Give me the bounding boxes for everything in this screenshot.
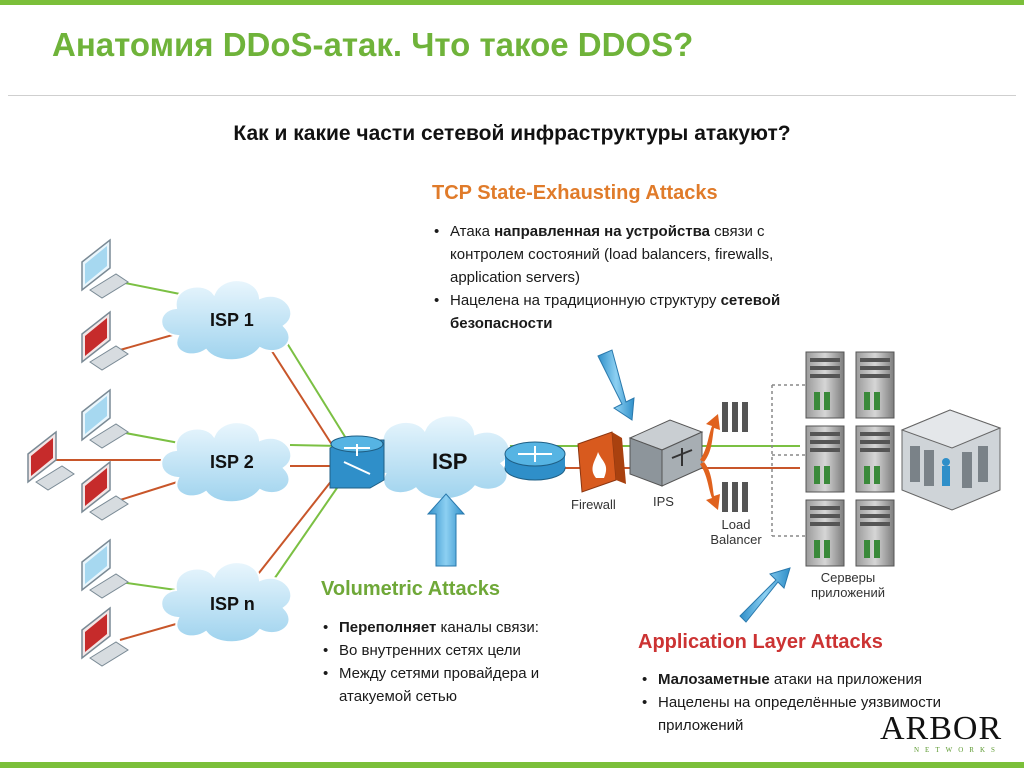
server-icons bbox=[805, 351, 895, 567]
server-icon bbox=[855, 351, 895, 419]
computer-icon bbox=[81, 389, 129, 449]
load-balancer-label: Load Balancer bbox=[706, 517, 766, 547]
isp2-label: ISP 2 bbox=[210, 452, 254, 472]
datacenter-icon bbox=[900, 409, 1002, 511]
tcp-bullets: Атака направленная на устройства связи с… bbox=[432, 220, 782, 335]
application-bullet-1: Малозаметные атаки на приложения bbox=[640, 668, 1000, 691]
arbor-logo: ARBOR NETWORKS bbox=[880, 710, 1003, 755]
servers-label: Серверы приложений bbox=[796, 570, 900, 600]
ips-icon bbox=[628, 419, 704, 487]
servers-label-line1: Серверы bbox=[820, 570, 876, 585]
ips-label: IPS bbox=[653, 494, 674, 509]
computer-icon bbox=[81, 311, 129, 371]
load-balancer-icon bbox=[700, 402, 748, 512]
page-subtitle: Как и какие части сетевой инфраструктуры… bbox=[233, 122, 791, 145]
server-icon bbox=[805, 351, 845, 419]
application-bullet-2: Нацелены на определённые уязвимости прил… bbox=[640, 691, 1000, 737]
client-computers bbox=[27, 239, 129, 667]
volumetric-bullet-3: Между сетями провайдера и атакуемой сеть… bbox=[321, 662, 601, 708]
server-icon bbox=[805, 499, 845, 567]
arrow-icon bbox=[739, 567, 791, 623]
isp-core-label: ISP bbox=[432, 449, 468, 474]
server-icon bbox=[805, 425, 845, 493]
computer-icon bbox=[81, 539, 129, 599]
bottom-accent-bar bbox=[0, 762, 1024, 768]
logo-name: ARBOR bbox=[880, 710, 1003, 747]
load-balancer-label-line2: Balancer bbox=[710, 532, 762, 547]
tcp-heading: TCP State-Exhausting Attacks bbox=[432, 182, 718, 204]
tcp-bullet-2: Нацелена на традиционную структуру сетев… bbox=[432, 289, 782, 335]
volumetric-bullet-2: Во внутренних сетях цели bbox=[321, 639, 601, 662]
top-accent-bar bbox=[0, 0, 1024, 5]
load-balancer-label-line1: Load bbox=[721, 517, 751, 532]
servers-label-line2: приложений bbox=[811, 585, 885, 600]
computer-icon bbox=[81, 461, 129, 521]
logo-subtitle: NETWORKS bbox=[914, 746, 1001, 754]
volumetric-bullets: Переполняет каналы связи: Во внутренних … bbox=[321, 616, 601, 708]
arrow-icon bbox=[426, 493, 466, 567]
isp1-label: ISP 1 bbox=[210, 310, 254, 330]
firewall-icon bbox=[577, 431, 626, 493]
server-icon bbox=[855, 425, 895, 493]
router-icon bbox=[504, 441, 566, 481]
tcp-bullet-1: Атака направленная на устройства связи с… bbox=[432, 220, 782, 289]
computer-icon bbox=[81, 239, 129, 299]
volumetric-bullet-1: Переполняет каналы связи: bbox=[321, 616, 601, 639]
page-title: Анатомия DDoS-атак. Что такое DDOS? bbox=[52, 26, 694, 63]
server-icon bbox=[855, 499, 895, 567]
server-links bbox=[771, 384, 805, 537]
router-icon bbox=[329, 435, 385, 489]
firewall-label: Firewall bbox=[571, 497, 616, 512]
computer-icon bbox=[81, 607, 129, 667]
arrow-icon bbox=[597, 349, 635, 421]
ispn-label: ISP n bbox=[210, 594, 255, 614]
volumetric-heading: Volumetric Attacks bbox=[321, 578, 500, 600]
application-heading: Application Layer Attacks bbox=[638, 631, 883, 653]
application-bullets: Малозаметные атаки на приложения Нацелен… bbox=[640, 668, 1000, 737]
title-divider bbox=[8, 95, 1016, 96]
